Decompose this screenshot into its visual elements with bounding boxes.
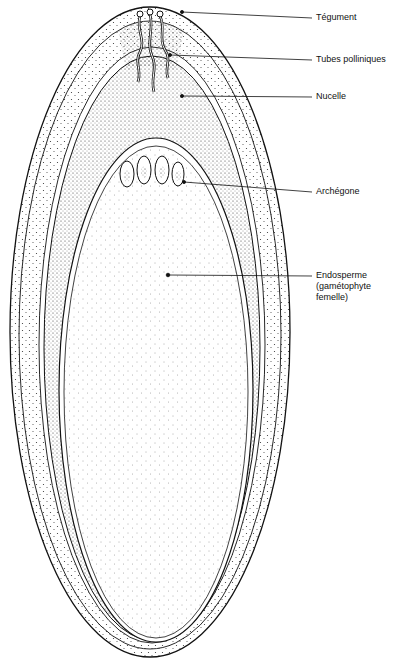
part-label: Tégument xyxy=(316,12,357,23)
part-label: Nucelle xyxy=(316,91,346,102)
part-label: Endosperme (gamétophyte femelle) xyxy=(316,270,398,303)
part-label: Tubes polliniques xyxy=(316,54,386,65)
part-label: Archégone xyxy=(316,186,360,197)
